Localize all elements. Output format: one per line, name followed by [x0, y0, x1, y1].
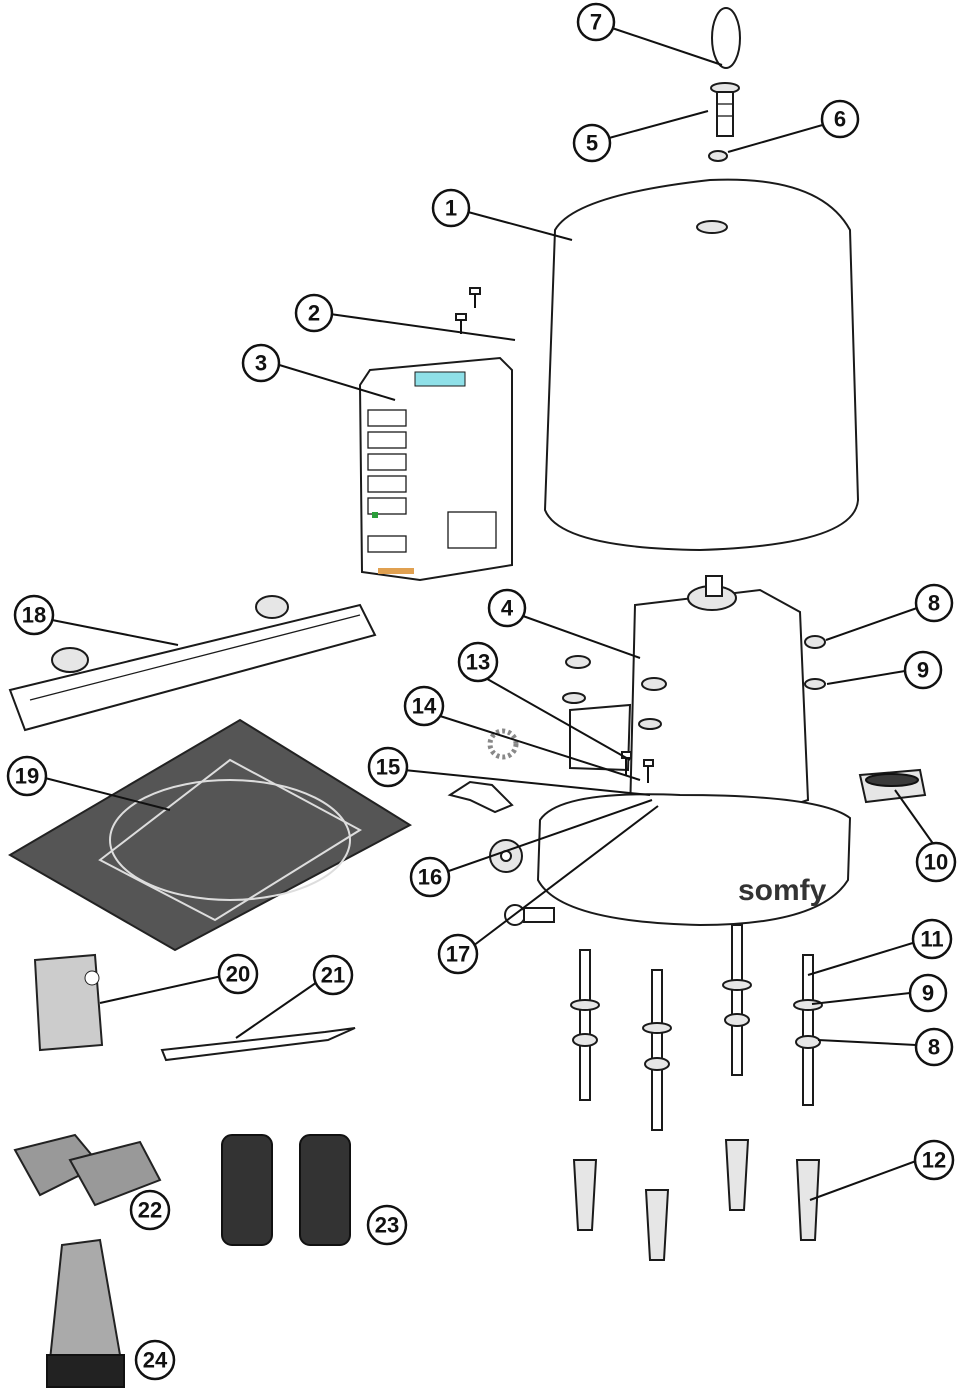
- control-box: [358, 356, 513, 582]
- callout-13: 13: [457, 641, 499, 683]
- callout-21: 21: [312, 954, 354, 996]
- drilling-template: [8, 718, 413, 952]
- callout-20: 20: [217, 953, 259, 995]
- toothed-washer: [487, 728, 519, 760]
- callout-number: 9: [922, 981, 934, 1006]
- callout-number: 16: [418, 865, 442, 890]
- callout-2: 2: [294, 293, 334, 333]
- magnet-holder: [858, 768, 927, 804]
- leader-lines: [44, 27, 935, 1201]
- callout-3: 3: [241, 343, 281, 383]
- callout-number: 5: [586, 131, 598, 156]
- remote-controls: [13, 1133, 162, 1207]
- callout-23: 23: [366, 1204, 408, 1246]
- callout-9-bottom: 9: [908, 973, 948, 1013]
- callout-12: 12: [913, 1139, 955, 1181]
- callout-number: 12: [922, 1148, 946, 1173]
- screws: [455, 287, 481, 334]
- callout-number: 23: [375, 1213, 399, 1238]
- cable-clamp: [447, 780, 514, 814]
- callout-number: 24: [143, 1348, 168, 1373]
- flashing-light: [46, 1238, 125, 1388]
- callout-15: 15: [367, 746, 409, 788]
- callout-number: 4: [501, 596, 514, 621]
- callout-number: 3: [255, 351, 267, 376]
- lock-washer: [708, 150, 728, 162]
- callout-number: 9: [917, 658, 929, 683]
- callout-number: 20: [226, 962, 250, 987]
- callout-number: 8: [928, 1035, 940, 1060]
- callout-number: 2: [308, 301, 320, 326]
- callout-19: 19: [6, 755, 48, 797]
- lock-cylinder: [710, 82, 740, 137]
- control-card: [33, 953, 104, 1052]
- callout-11: 11: [911, 918, 953, 960]
- callout-16: 16: [409, 856, 451, 898]
- nuts-washers-motor: [562, 635, 826, 730]
- callout-number: 14: [412, 694, 437, 719]
- flat-washer: [489, 839, 523, 873]
- key-ring: [711, 7, 741, 69]
- callout-9-top: 9: [903, 650, 943, 690]
- callout-number: 13: [466, 650, 490, 675]
- callout-4: 4: [487, 588, 527, 628]
- callout-number: 22: [138, 1198, 162, 1223]
- ground-anchors: [570, 924, 823, 1261]
- callout-number: 21: [321, 963, 345, 988]
- callout-number: 10: [924, 850, 948, 875]
- callout-1: 1: [431, 188, 471, 228]
- callout-number: 6: [834, 107, 846, 132]
- tool-rod: [160, 1027, 356, 1062]
- callout-6: 6: [820, 99, 860, 139]
- photocells: [221, 1134, 351, 1246]
- motor-cover: [543, 178, 860, 552]
- callout-number: 19: [15, 764, 39, 789]
- callout-5: 5: [572, 123, 612, 163]
- callout-17: 17: [437, 933, 479, 975]
- callout-14: 14: [403, 685, 445, 727]
- callout-number: 15: [376, 755, 400, 780]
- callout-number: 17: [446, 942, 470, 967]
- gear-rack: [8, 595, 377, 732]
- callout-10: 10: [915, 841, 957, 883]
- callout-24: 24: [134, 1339, 176, 1381]
- callout-22: 22: [129, 1189, 171, 1231]
- callout-number: 1: [445, 196, 457, 221]
- callout-7: 7: [576, 2, 616, 42]
- callout-18: 18: [13, 594, 55, 636]
- callout-8-bottom: 8: [914, 1027, 954, 1067]
- callout-number: 18: [22, 603, 46, 628]
- callout-number: 11: [920, 927, 943, 952]
- callout-number: 7: [590, 10, 602, 35]
- callout-number: 8: [928, 591, 940, 616]
- motor-unit: somfy: [536, 575, 852, 927]
- callout-8-top: 8: [914, 583, 954, 623]
- brand-logo: somfy: [738, 874, 827, 907]
